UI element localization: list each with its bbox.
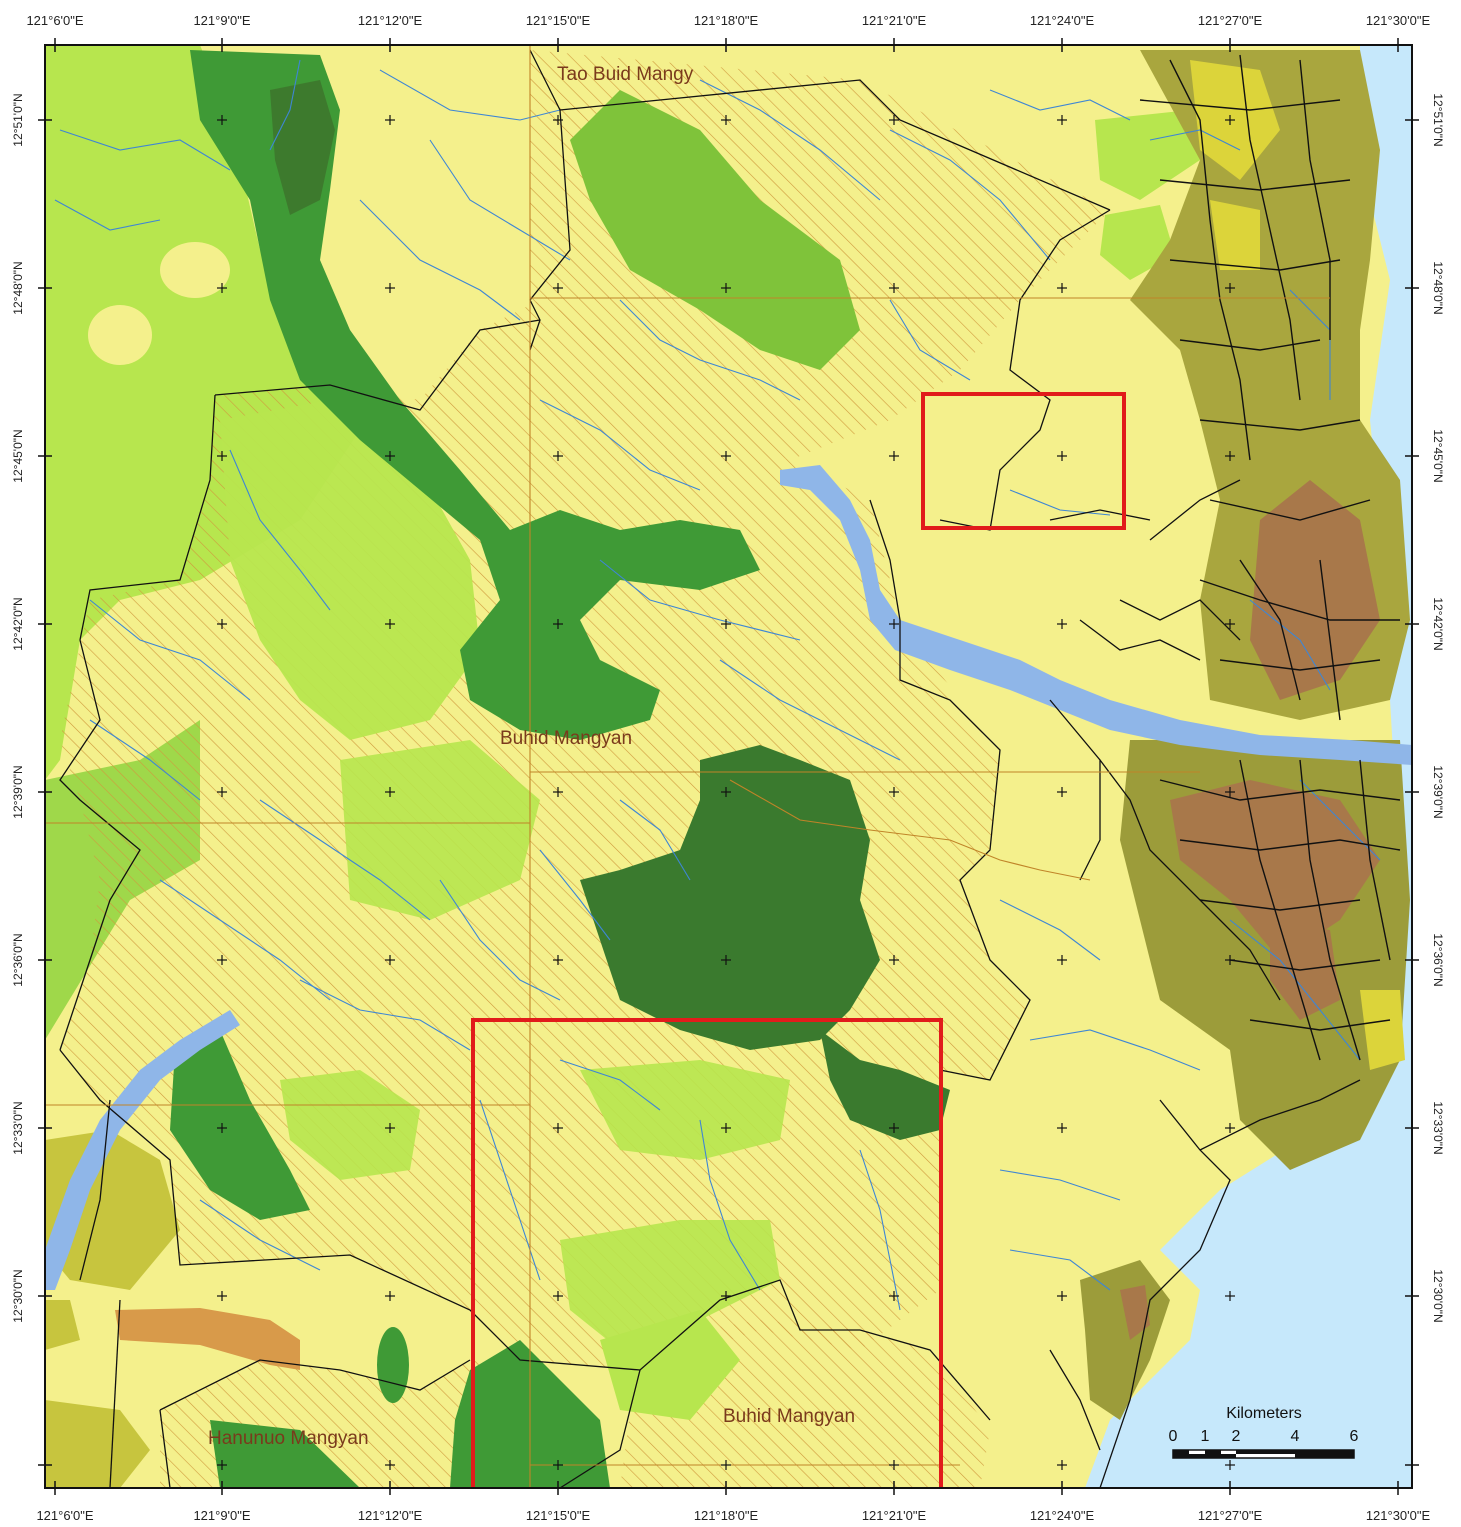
lon-label-bottom: 121°9'0"E bbox=[193, 1508, 250, 1523]
medium-green-north bbox=[570, 90, 860, 370]
place-label-buhid-center: Buhid Mangyan bbox=[500, 728, 632, 749]
lon-label-bottom: 121°12'0"E bbox=[358, 1508, 423, 1523]
west-river bbox=[45, 1010, 240, 1290]
light-green-patch-4 bbox=[560, 1220, 780, 1350]
light-green-patch-2 bbox=[340, 740, 540, 920]
scale-tick-label: 4 bbox=[1291, 1428, 1300, 1445]
light-green-patch-6 bbox=[1095, 110, 1200, 200]
lat-label-left: 12°48'0"N bbox=[11, 261, 25, 314]
scale-bar-segment bbox=[1236, 1450, 1295, 1454]
main-river bbox=[780, 465, 1412, 765]
map-body bbox=[45, 45, 1412, 1488]
place-label-buhid-south: Buhid Mangyan bbox=[723, 1406, 855, 1427]
lat-label-left: 12°39'0"N bbox=[11, 765, 25, 818]
scale-bar: Kilometers 0 1 2 4 6 bbox=[1169, 1405, 1359, 1459]
olive-southeast bbox=[1080, 1260, 1170, 1420]
lon-label-top: 121°21'0"E bbox=[862, 13, 927, 28]
lat-label-left: 12°33'0"N bbox=[11, 1101, 25, 1154]
lat-label-right: 12°39'0"N bbox=[1431, 765, 1445, 818]
light-green-patch-3 bbox=[580, 1060, 790, 1160]
scale-tick-label: 6 bbox=[1350, 1428, 1359, 1445]
lon-label-top: 121°15'0"E bbox=[526, 13, 591, 28]
lon-label-top: 121°6'0"E bbox=[26, 13, 83, 28]
lon-label-top: 121°24'0"E bbox=[1030, 13, 1095, 28]
brown-southeast bbox=[1120, 1285, 1150, 1340]
lon-label-top: 121°9'0"E bbox=[193, 13, 250, 28]
longitude-labels-top: 121°6'0"E 121°9'0"E 121°12'0"E 121°15'0"… bbox=[26, 13, 1430, 28]
lon-label-top: 121°12'0"E bbox=[358, 13, 423, 28]
place-label-tao-buid: Tao Buid Mangy bbox=[557, 64, 694, 85]
map-frame bbox=[44, 44, 1413, 1489]
lon-label-bottom: 121°6'0"E bbox=[36, 1508, 93, 1523]
lat-label-right: 12°42'0"N bbox=[1431, 597, 1445, 650]
lat-label-left: 12°30'0"N bbox=[11, 1269, 25, 1322]
orange-strip bbox=[115, 1308, 300, 1370]
frame-ticks bbox=[38, 38, 1419, 1495]
lat-label-left: 12°45'0"N bbox=[11, 429, 25, 482]
brown-east-2 bbox=[1170, 780, 1380, 960]
scale-bar-title: Kilometers bbox=[1226, 1405, 1302, 1422]
scale-tick-label: 2 bbox=[1232, 1428, 1241, 1445]
forest-green-blob bbox=[377, 1327, 409, 1403]
lat-label-left: 12°51'0"N bbox=[11, 93, 25, 146]
latitude-labels-left: 12°51'0"N 12°48'0"N 12°45'0"N 12°42'0"N … bbox=[11, 93, 25, 1322]
lat-label-right: 12°48'0"N bbox=[1431, 261, 1445, 314]
forest-green-southwest-2 bbox=[210, 1420, 360, 1488]
scale-bar-segment bbox=[1221, 1454, 1236, 1458]
scale-bar-segment bbox=[1295, 1450, 1354, 1458]
scale-bar-segment bbox=[1173, 1450, 1189, 1458]
road-network bbox=[1139, 54, 1401, 1061]
longitude-labels-bottom: 121°6'0"E 121°9'0"E 121°12'0"E 121°15'0"… bbox=[36, 1508, 1430, 1523]
study-area-box-north bbox=[921, 392, 1126, 530]
brown-east-1 bbox=[1250, 480, 1380, 700]
latitude-labels-right: 12°51'0"N 12°48'0"N 12°45'0"N 12°42'0"N … bbox=[1431, 93, 1445, 1322]
lon-label-bottom: 121°15'0"E bbox=[526, 1508, 591, 1523]
olive-southwest bbox=[45, 1300, 80, 1350]
lon-label-top: 121°27'0"E bbox=[1198, 13, 1263, 28]
lon-label-top: 121°30'0"E bbox=[1366, 13, 1431, 28]
olive-southwest-2 bbox=[45, 1400, 150, 1488]
scale-tick-label: 0 bbox=[1169, 1428, 1178, 1445]
pale-patch-1 bbox=[160, 242, 230, 298]
scale-tick-label: 1 bbox=[1201, 1428, 1210, 1445]
pale-patch-2 bbox=[88, 305, 152, 365]
lon-label-bottom: 121°18'0"E bbox=[694, 1508, 759, 1523]
place-label-hanunuo: Hanunuo Mangyan bbox=[208, 1428, 369, 1449]
graticule-crosses bbox=[217, 115, 1235, 1470]
lat-label-left: 12°42'0"N bbox=[11, 597, 25, 650]
light-green-patch-5 bbox=[280, 1070, 420, 1180]
lat-label-left: 12°36'0"N bbox=[11, 933, 25, 986]
lat-label-right: 12°51'0"N bbox=[1431, 93, 1445, 146]
medium-green-ridge bbox=[190, 50, 760, 740]
lat-label-right: 12°45'0"N bbox=[1431, 429, 1445, 482]
lon-label-bottom: 121°21'0"E bbox=[862, 1508, 927, 1523]
lon-label-bottom: 121°24'0"E bbox=[1030, 1508, 1095, 1523]
forest-green-south-west bbox=[170, 1030, 310, 1220]
scale-bar-segment bbox=[1189, 1454, 1205, 1458]
study-area-box-south bbox=[471, 1018, 943, 1488]
quad-grid-lines bbox=[45, 45, 1330, 1488]
boundary-lines bbox=[59, 49, 1361, 1488]
lat-label-right: 12°36'0"N bbox=[1431, 933, 1445, 986]
yellow-olive-east-2 bbox=[1210, 200, 1260, 270]
lon-label-top: 121°18'0"E bbox=[694, 13, 759, 28]
dark-green-tail bbox=[820, 1030, 950, 1140]
dark-green-north bbox=[270, 80, 335, 215]
lon-label-bottom: 121°27'0"E bbox=[1198, 1508, 1263, 1523]
yellow-olive-east-3 bbox=[1360, 990, 1405, 1070]
lat-label-right: 12°30'0"N bbox=[1431, 1269, 1445, 1322]
scale-bar-segment bbox=[1205, 1450, 1221, 1458]
lat-label-right: 12°33'0"N bbox=[1431, 1101, 1445, 1154]
lon-label-bottom: 121°30'0"E bbox=[1366, 1508, 1431, 1523]
